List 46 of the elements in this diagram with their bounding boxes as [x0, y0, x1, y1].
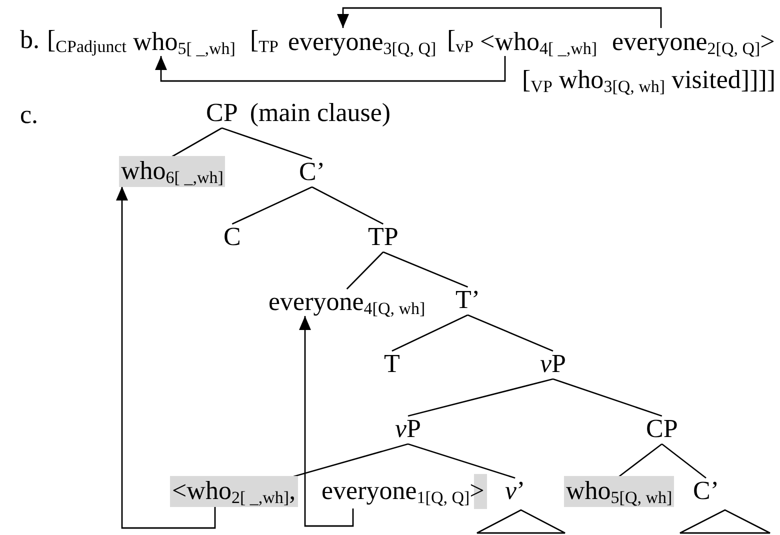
abbreviation-triangle: [476, 508, 566, 534]
tree-branch: [618, 443, 662, 478]
movement-arrow: [337, 7, 662, 28]
bracket-label: [$_{vP}$: [447, 26, 474, 54]
bracket-label: [$_{CPadjunct}$: [47, 26, 127, 54]
tree-label: T’: [456, 286, 480, 314]
tree-label: vP: [395, 415, 422, 443]
highlighted-tree-label: <who$_{2[ _,wh]}$,: [170, 476, 298, 506]
tree-branch: [232, 186, 312, 225]
tree-label: C: [224, 223, 241, 251]
movement-arrow: [116, 186, 216, 529]
movement-arrow: [155, 56, 506, 82]
tree-branch: [293, 443, 408, 478]
tree-label: who$_{5[ _,wh]}$: [133, 28, 236, 56]
tree-label: vP: [540, 350, 566, 378]
tree-label: everyone$_{2[Q, Q]}$>: [612, 28, 775, 56]
tree-branch: [222, 127, 312, 160]
tree-label: T: [384, 350, 400, 378]
tree-branch: [312, 186, 384, 225]
tree-branch: [392, 314, 468, 352]
tree-label: v’: [505, 477, 526, 505]
bracket-label: [$_{TP}$: [250, 26, 279, 54]
node-annotation: (main clause): [250, 99, 391, 127]
bracket-label: [$_{VP}$ who$_{3[Q, wh]}$ visited]]]]: [522, 66, 776, 94]
tree-branch: [552, 378, 662, 417]
tree-branch: [468, 314, 554, 352]
tree-branch: [346, 252, 384, 290]
abbreviation-triangle: [679, 508, 771, 534]
tree-label: CP: [206, 99, 238, 127]
tree-label: everyone$_{4[Q, wh]}$: [268, 288, 426, 316]
highlighted-tree-label: who$_{6[ _,wh]}$: [119, 156, 226, 186]
tree-label: <who$_{4[ _,wh]}$: [480, 28, 598, 56]
tree-branch: [172, 127, 222, 158]
highlighted-tree-label: who$_{5[Q, wh]}$: [564, 476, 674, 506]
tree-label: CP: [646, 415, 678, 443]
tree-label: C’: [299, 158, 325, 186]
tree-label: C’: [693, 477, 719, 505]
tree-branch: [382, 251, 468, 288]
tree-branch: [661, 443, 706, 479]
tree-label: everyone$_{3[Q, Q]}$: [288, 28, 436, 56]
tree-label: TP: [368, 223, 398, 251]
tree-branch: [408, 443, 516, 479]
movement-arrow: [299, 316, 354, 527]
tree-branch: [408, 378, 554, 417]
example-letter: c.: [20, 101, 38, 129]
example-letter: b.: [20, 26, 40, 54]
